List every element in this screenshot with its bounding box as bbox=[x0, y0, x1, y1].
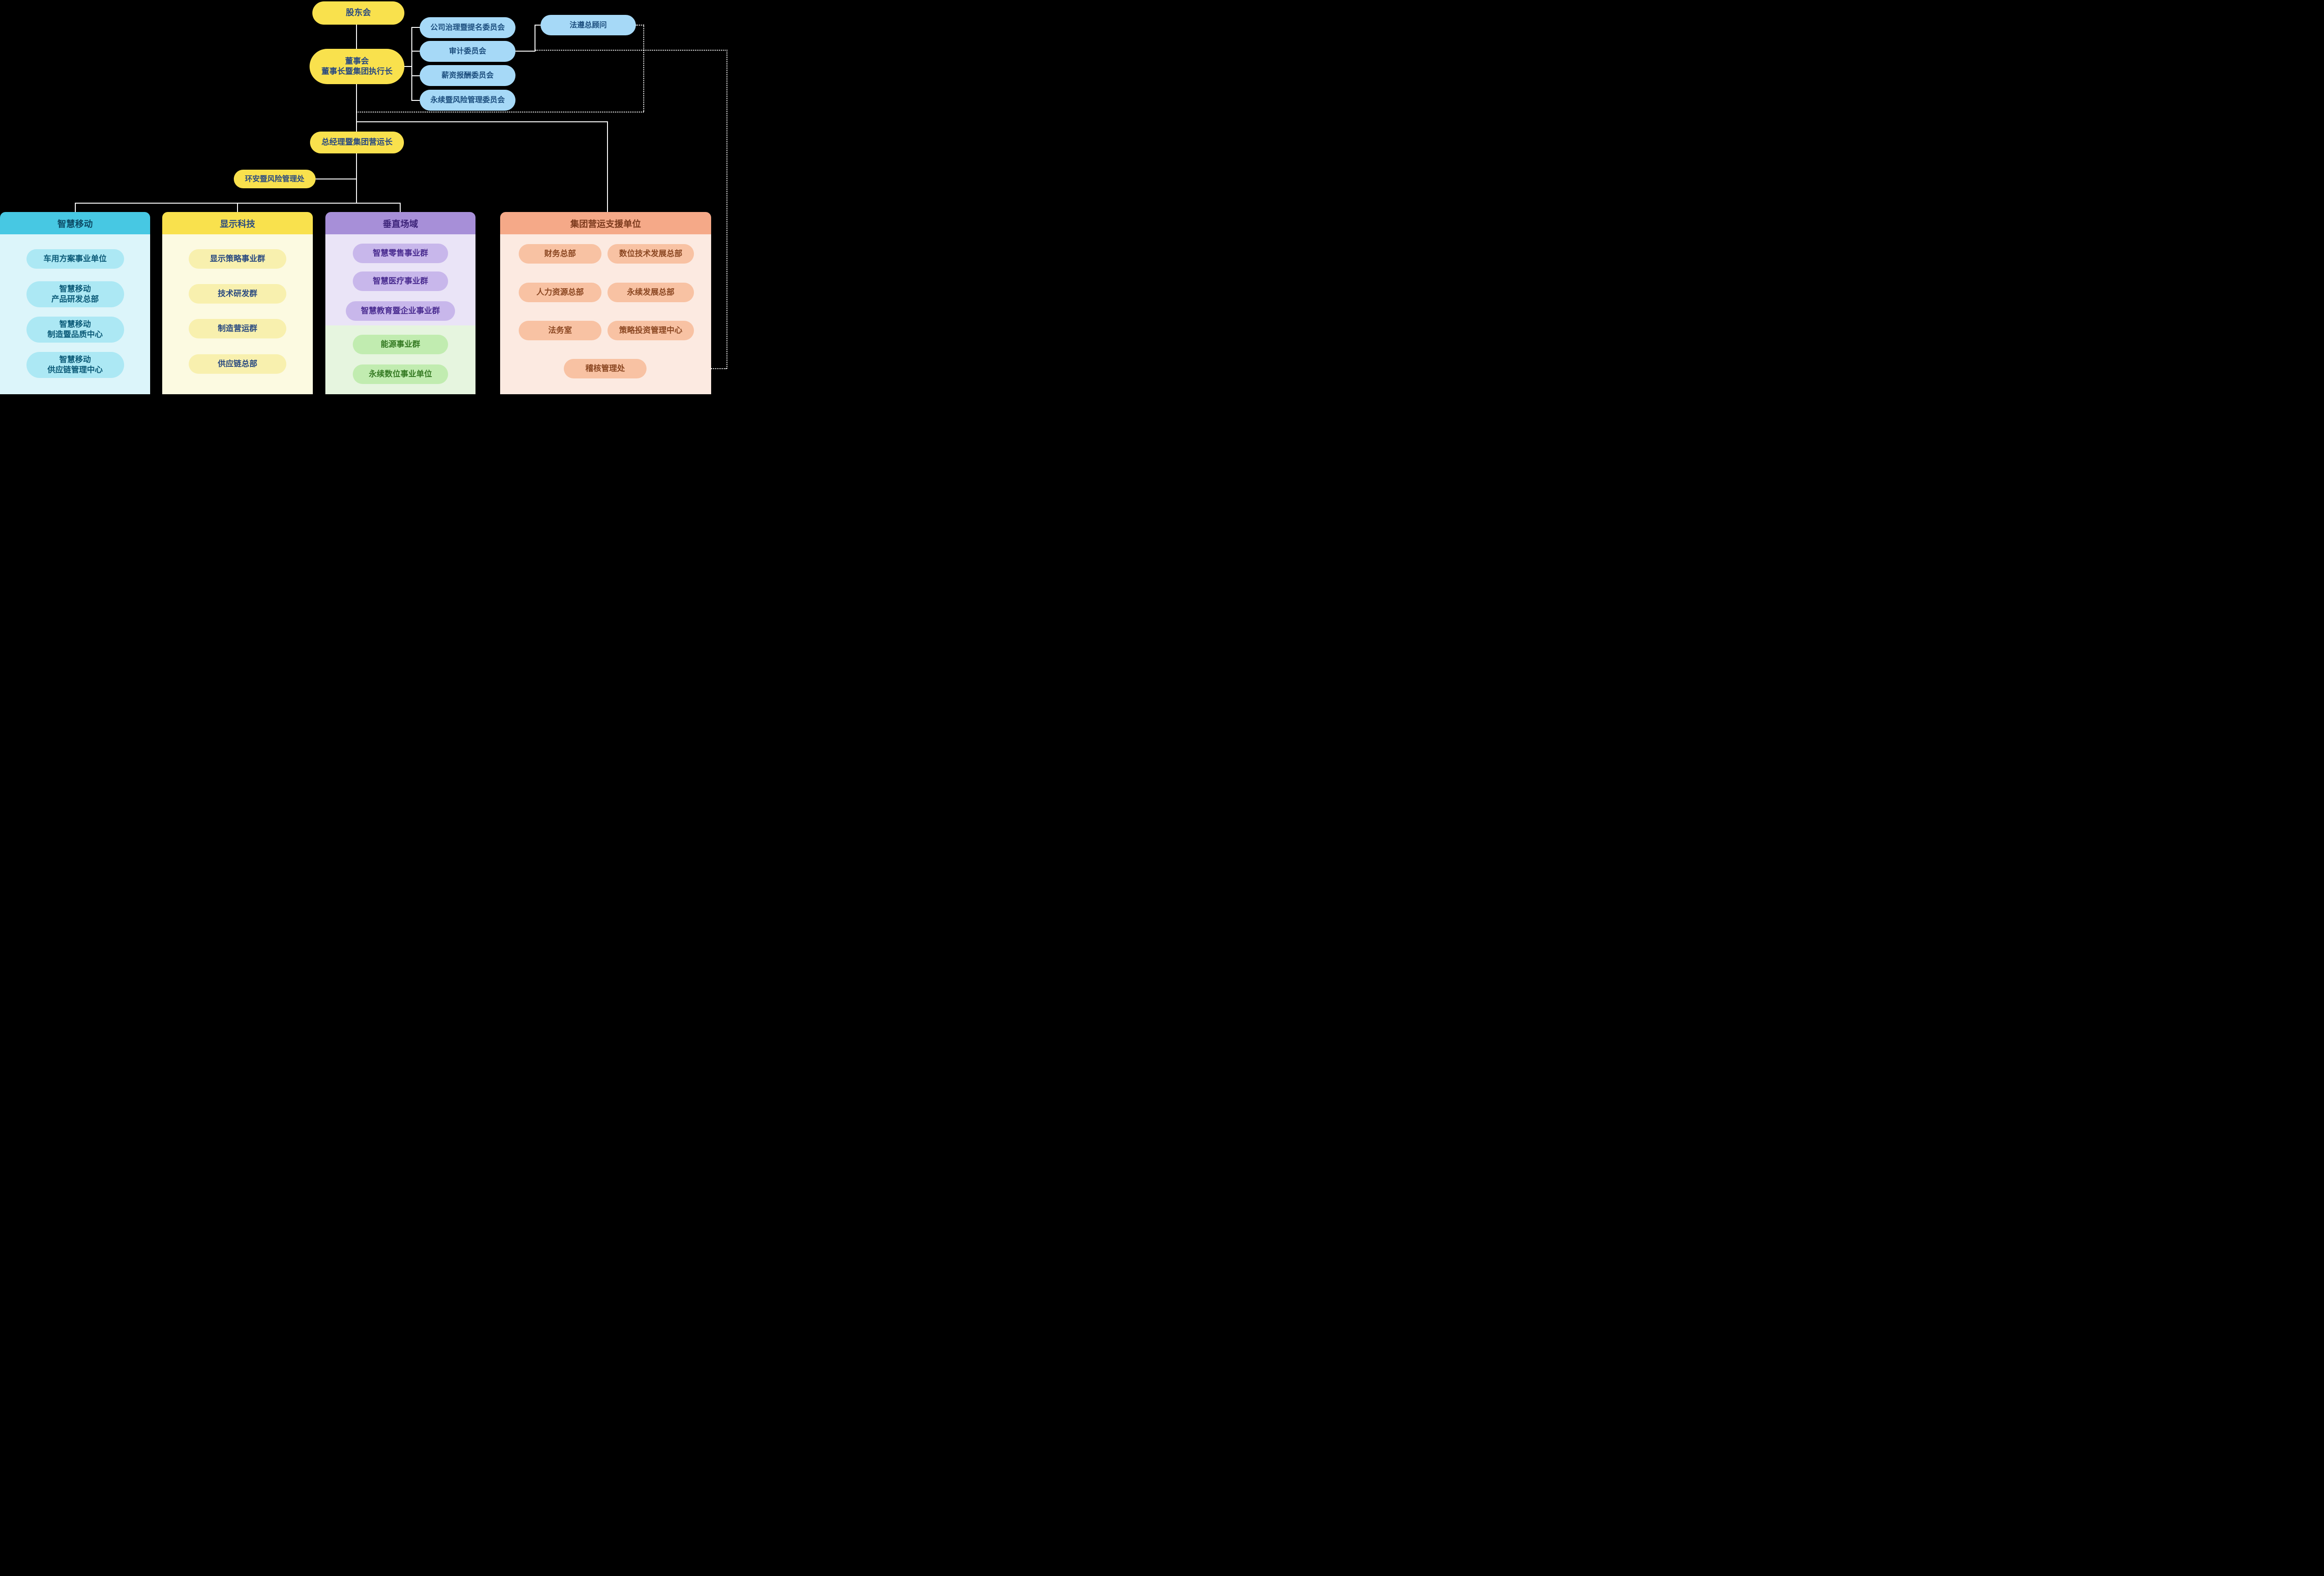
node-mobility-quality: 智慧移动 制造暨品质中心 bbox=[26, 317, 124, 343]
group-vertical-header: 垂直场域 bbox=[325, 212, 475, 234]
connector-support-branch-h bbox=[356, 121, 608, 122]
node-smart-education: 智慧教育暨企业事业群 bbox=[346, 301, 455, 321]
node-board: 董事会 董事长暨集团执行长 bbox=[310, 49, 404, 84]
node-supply-hq: 供应链总部 bbox=[189, 354, 286, 374]
group-mobility-body: 车用方案事业单位 智慧移动 产品研发总部 智慧移动 制造暨品质中心 智慧移动 供… bbox=[0, 234, 150, 394]
group-mobility-header: 智慧移动 bbox=[0, 212, 150, 234]
node-smart-retail: 智慧零售事业群 bbox=[353, 244, 448, 263]
node-committee-governance: 公司治理暨提名委员会 bbox=[420, 17, 515, 38]
connector-committee-bracket bbox=[411, 27, 412, 101]
connector-compliance-stub bbox=[535, 25, 541, 26]
group-mobility: 智慧移动 车用方案事业单位 智慧移动 产品研发总部 智慧移动 制造暨品质中心 智… bbox=[0, 212, 150, 394]
connector-coo-distribution bbox=[356, 153, 357, 203]
node-auto-solutions: 车用方案事业单位 bbox=[26, 249, 124, 269]
org-chart: 股东会 董事会 董事长暨集团执行长 公司治理暨提名委员会 审计委员会 薪资报酬委… bbox=[0, 0, 732, 394]
node-chief-compliance: 法遵总顾问 bbox=[541, 15, 636, 35]
node-smart-medical: 智慧医疗事业群 bbox=[353, 271, 448, 291]
dotted-audit-down bbox=[726, 50, 727, 369]
node-energy: 能源事业群 bbox=[353, 335, 448, 354]
node-mobility-rd: 智慧移动 产品研发总部 bbox=[26, 281, 124, 307]
node-strategic-investment: 策略投资管理中心 bbox=[607, 321, 694, 340]
connector-committee-3 bbox=[411, 75, 420, 76]
dotted-compliance-right bbox=[636, 25, 644, 26]
node-tech-rd: 技术研发群 bbox=[189, 284, 286, 304]
node-sustainability-hq: 永续发展总部 bbox=[607, 283, 694, 302]
node-committee-sustainability: 永续暨风险管理委员会 bbox=[420, 90, 515, 111]
connector-stub-mobility bbox=[75, 203, 76, 212]
group-vertical: 垂直场域 智慧零售事业群 智慧医疗事业群 智慧教育暨企业事业群 能源事业群 永续… bbox=[325, 212, 475, 394]
group-vertical-body: 智慧零售事业群 智慧医疗事业群 智慧教育暨企业事业群 bbox=[325, 234, 475, 325]
group-energy-body: 能源事业群 永续数位事业单位 bbox=[325, 325, 475, 394]
connector-committee-2 bbox=[411, 51, 420, 52]
node-finance-hq: 财务总部 bbox=[519, 244, 601, 264]
connector-stub-display bbox=[237, 203, 238, 212]
group-support-body: 财务总部 数位技术发展总部 人力资源总部 永续发展总部 法务室 策略投资管理中心… bbox=[500, 234, 711, 394]
node-hr-hq: 人力资源总部 bbox=[519, 283, 601, 302]
node-ehs-office: 环安暨风险管理处 bbox=[234, 170, 316, 188]
connector-committee-4 bbox=[411, 100, 420, 101]
connector-shareholders-board bbox=[356, 25, 357, 49]
group-support-header: 集团营运支援单位 bbox=[500, 212, 711, 234]
connector-support-branch-v bbox=[607, 121, 608, 212]
group-display-header: 显示科技 bbox=[162, 212, 313, 234]
connector-committee-1 bbox=[411, 27, 420, 28]
group-display-body: 显示策略事业群 技术研发群 制造营运群 供应链总部 bbox=[162, 234, 313, 394]
group-display: 显示科技 显示策略事业群 技术研发群 制造营运群 供应链总部 bbox=[162, 212, 313, 394]
node-sustainable-digital: 永续数位事业单位 bbox=[353, 364, 448, 384]
connector-board-committees bbox=[404, 66, 412, 67]
connector-stub-vertical bbox=[400, 203, 401, 212]
node-audit-office: 稽核管理处 bbox=[564, 359, 647, 378]
connector-audit-compliance-h bbox=[515, 51, 535, 52]
node-coo: 总经理暨集团营运长 bbox=[310, 132, 404, 153]
node-digital-tech-hq: 数位技术发展总部 bbox=[607, 244, 694, 264]
node-display-strategy: 显示策略事业群 bbox=[189, 249, 286, 269]
connector-board-coo bbox=[356, 84, 357, 132]
group-support: 集团营运支援单位 财务总部 数位技术发展总部 人力资源总部 永续发展总部 法务室… bbox=[500, 212, 711, 394]
dotted-compliance-return bbox=[357, 112, 644, 113]
dotted-compliance-down bbox=[643, 25, 644, 112]
node-shareholders: 股东会 bbox=[312, 1, 404, 25]
node-mobility-supply: 智慧移动 供应链管理中心 bbox=[26, 352, 124, 378]
node-legal-office: 法务室 bbox=[519, 321, 601, 340]
node-committee-compensation: 薪资报酬委员会 bbox=[420, 65, 515, 86]
node-committee-audit: 审计委员会 bbox=[420, 41, 515, 62]
node-manufacturing: 制造营运群 bbox=[189, 319, 286, 338]
dotted-audit-right bbox=[535, 50, 727, 51]
